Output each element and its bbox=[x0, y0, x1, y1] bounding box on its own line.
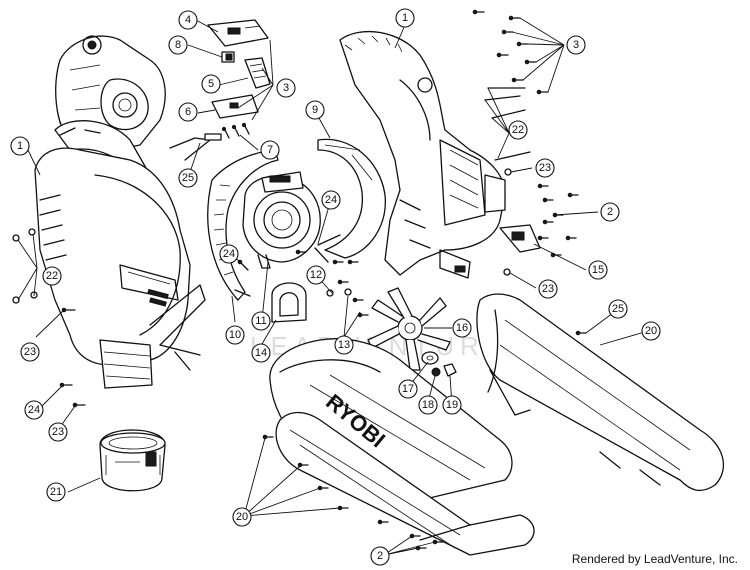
svg-text:12: 12 bbox=[310, 269, 322, 281]
callout-9: 9 bbox=[305, 100, 325, 120]
svg-text:23: 23 bbox=[539, 162, 551, 174]
svg-text:20: 20 bbox=[645, 325, 657, 337]
svg-text:25: 25 bbox=[182, 172, 194, 184]
nut-19 bbox=[443, 363, 457, 377]
svg-text:16: 16 bbox=[456, 322, 468, 334]
callout-5: 5 bbox=[201, 74, 221, 94]
callout-14: 14 bbox=[251, 343, 271, 363]
callout-13: 13 bbox=[334, 335, 354, 355]
fan-housing-11 bbox=[242, 171, 321, 269]
svg-text:20: 20 bbox=[236, 511, 248, 523]
svg-text:24: 24 bbox=[325, 194, 337, 206]
callout-1-right: 1 bbox=[395, 8, 415, 28]
leader-lines bbox=[17, 17, 649, 556]
svg-text:11: 11 bbox=[255, 315, 266, 327]
svg-text:3: 3 bbox=[573, 39, 579, 51]
svg-text:19: 19 bbox=[446, 399, 458, 411]
svg-text:23: 23 bbox=[24, 346, 36, 358]
svg-text:5: 5 bbox=[208, 78, 214, 90]
svg-text:23: 23 bbox=[542, 283, 554, 295]
trigger-15 bbox=[499, 224, 541, 253]
callout-16: 16 bbox=[452, 318, 472, 338]
callout-8: 8 bbox=[168, 35, 188, 55]
svg-text:2: 2 bbox=[377, 550, 383, 562]
engine-housing-left bbox=[34, 35, 206, 389]
switch-parts bbox=[169, 19, 271, 161]
svg-text:24: 24 bbox=[223, 248, 235, 260]
callout-24-volute: 24 bbox=[321, 190, 341, 210]
impeller-16 bbox=[367, 287, 451, 371]
render-credit: Rendered by LeadVenture, Inc. bbox=[571, 552, 738, 566]
callout-19: 19 bbox=[442, 395, 462, 415]
svg-text:1: 1 bbox=[17, 140, 23, 152]
svg-text:24: 24 bbox=[28, 404, 40, 416]
washer-18 bbox=[431, 367, 441, 377]
svg-text:7: 7 bbox=[267, 144, 273, 156]
svg-text:6: 6 bbox=[185, 106, 191, 118]
svg-text:15: 15 bbox=[592, 264, 604, 276]
svg-text:4: 4 bbox=[185, 14, 191, 26]
callout-24-left: 24 bbox=[24, 400, 44, 420]
callout-25-right: 25 bbox=[608, 299, 628, 319]
callout-3-screws: 3 bbox=[566, 35, 586, 55]
callout-10: 10 bbox=[225, 325, 245, 345]
callout-25-left: 25 bbox=[178, 168, 198, 188]
svg-text:2: 2 bbox=[607, 206, 613, 218]
blower-tube-lower bbox=[275, 411, 535, 556]
svg-text:13: 13 bbox=[338, 339, 350, 351]
callout-2-right: 2 bbox=[600, 202, 620, 222]
callout-17: 17 bbox=[398, 379, 418, 399]
collar-21 bbox=[99, 429, 166, 492]
callout-11: 11 bbox=[251, 311, 271, 331]
callout-2-bottom: 2 bbox=[370, 546, 390, 566]
svg-text:3: 3 bbox=[283, 82, 289, 94]
callout-23-left-low: 23 bbox=[48, 422, 68, 442]
callout-12: 12 bbox=[306, 265, 326, 285]
svg-text:1: 1 bbox=[402, 12, 408, 24]
callout-21: 21 bbox=[46, 482, 66, 502]
callout-22-left: 22 bbox=[42, 266, 62, 286]
svg-text:22: 22 bbox=[512, 124, 524, 136]
svg-text:23: 23 bbox=[52, 426, 64, 438]
callout-3-switch: 3 bbox=[276, 78, 296, 98]
svg-text:25: 25 bbox=[612, 303, 624, 315]
blower-tube-right bbox=[476, 293, 724, 492]
callout-20-bottom: 20 bbox=[232, 507, 252, 527]
callout-4: 4 bbox=[178, 10, 198, 30]
svg-text:9: 9 bbox=[312, 104, 318, 116]
callout-24-mid: 24 bbox=[219, 244, 239, 264]
callout-20-right: 20 bbox=[641, 321, 661, 341]
callout-7: 7 bbox=[260, 140, 280, 160]
svg-text:10: 10 bbox=[229, 329, 241, 341]
bracket-14 bbox=[271, 282, 307, 323]
callout-6: 6 bbox=[178, 102, 198, 122]
callout-23-left: 23 bbox=[20, 342, 40, 362]
engine-housing-right bbox=[339, 30, 506, 279]
callout-15: 15 bbox=[588, 260, 608, 280]
svg-text:8: 8 bbox=[175, 39, 181, 51]
washer-17 bbox=[421, 351, 439, 365]
svg-text:21: 21 bbox=[50, 486, 62, 498]
callout-23-right-top: 23 bbox=[535, 158, 555, 178]
svg-text:17: 17 bbox=[402, 383, 414, 395]
volute-9 bbox=[314, 138, 386, 263]
svg-text:14: 14 bbox=[255, 347, 267, 359]
callout-22-right: 22 bbox=[508, 120, 528, 140]
callout-1-left: 1 bbox=[10, 136, 30, 156]
callout-18: 18 bbox=[418, 395, 438, 415]
svg-text:18: 18 bbox=[422, 399, 434, 411]
callout-23-right-mid: 23 bbox=[538, 279, 558, 299]
svg-text:22: 22 bbox=[46, 270, 58, 282]
